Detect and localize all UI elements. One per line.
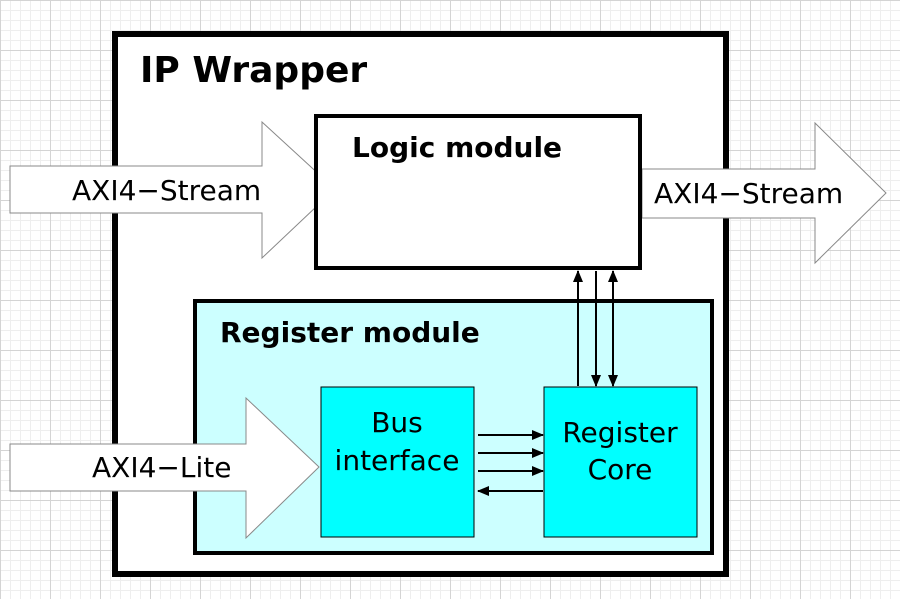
bus-interface-label-line2: interface <box>335 444 460 477</box>
ip-wrapper-title: IP Wrapper <box>140 50 367 91</box>
axi4-stream-output-arrow <box>641 121 887 265</box>
register-core-label-line1: Register <box>562 416 678 449</box>
axi4-stream-input-label: AXI4−Stream <box>72 174 261 207</box>
axi4-lite-input-arrow <box>9 396 320 540</box>
logic-module-box <box>314 114 642 270</box>
logic-module-title: Logic module <box>352 131 562 164</box>
register-module-title: Register module <box>220 316 480 349</box>
bus-interface-label-line1: Bus <box>371 406 423 439</box>
register-core-box <box>543 386 698 538</box>
register-core-label-line2: Core <box>588 453 653 486</box>
axi4-stream-output-label: AXI4−Stream <box>654 177 843 210</box>
axi4-stream-input-arrow <box>9 120 336 260</box>
axi4-lite-input-label: AXI4−Lite <box>92 451 231 484</box>
bus-interface-box <box>320 386 475 538</box>
